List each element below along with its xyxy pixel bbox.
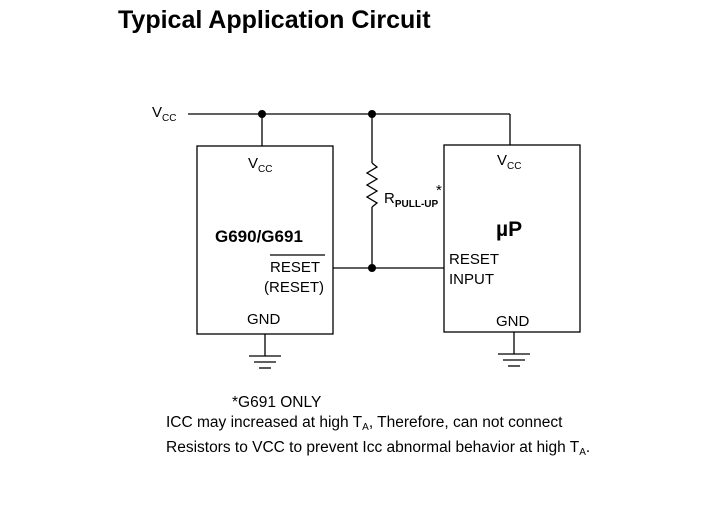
footnotes: *G691 ONLY ICC may increased at high TA,… <box>166 393 590 463</box>
up-box <box>443 144 581 333</box>
up-reset-input-label-2: INPUT <box>449 271 494 288</box>
footnote-line-1: ICC may increased at high TA, Therefore,… <box>166 414 563 433</box>
footnote-line-2: Resistors to VCC to prevent Icc abnormal… <box>166 439 591 458</box>
up-name: µP <box>496 218 522 241</box>
page-title: Typical Application Circuit <box>118 6 431 34</box>
resistor-label: RPULL-UP <box>384 190 439 210</box>
ic-name: G690/G691 <box>215 227 303 246</box>
junction-dot <box>258 110 266 118</box>
ic-gnd-pin-label: GND <box>247 311 281 328</box>
junction-dot <box>368 264 376 272</box>
up-vcc-pin-label: VCC <box>497 152 521 172</box>
up-gnd-pin-label: GND <box>496 313 530 330</box>
footnote-g691-only: *G691 ONLY <box>232 394 322 411</box>
ic-reset-pin-label: RESET <box>270 259 320 276</box>
ic-vcc-pin-label: VCC <box>248 155 272 175</box>
resistor-asterisk: * <box>436 182 442 199</box>
ic-reset-pin-alt-label: (RESET) <box>264 279 324 296</box>
junctions <box>258 110 376 272</box>
junction-dot <box>368 110 376 118</box>
up-reset-input-label-1: RESET <box>449 251 499 268</box>
wires <box>188 113 581 369</box>
resistor-symbol <box>365 162 379 208</box>
supply-label: VCC <box>152 104 176 124</box>
